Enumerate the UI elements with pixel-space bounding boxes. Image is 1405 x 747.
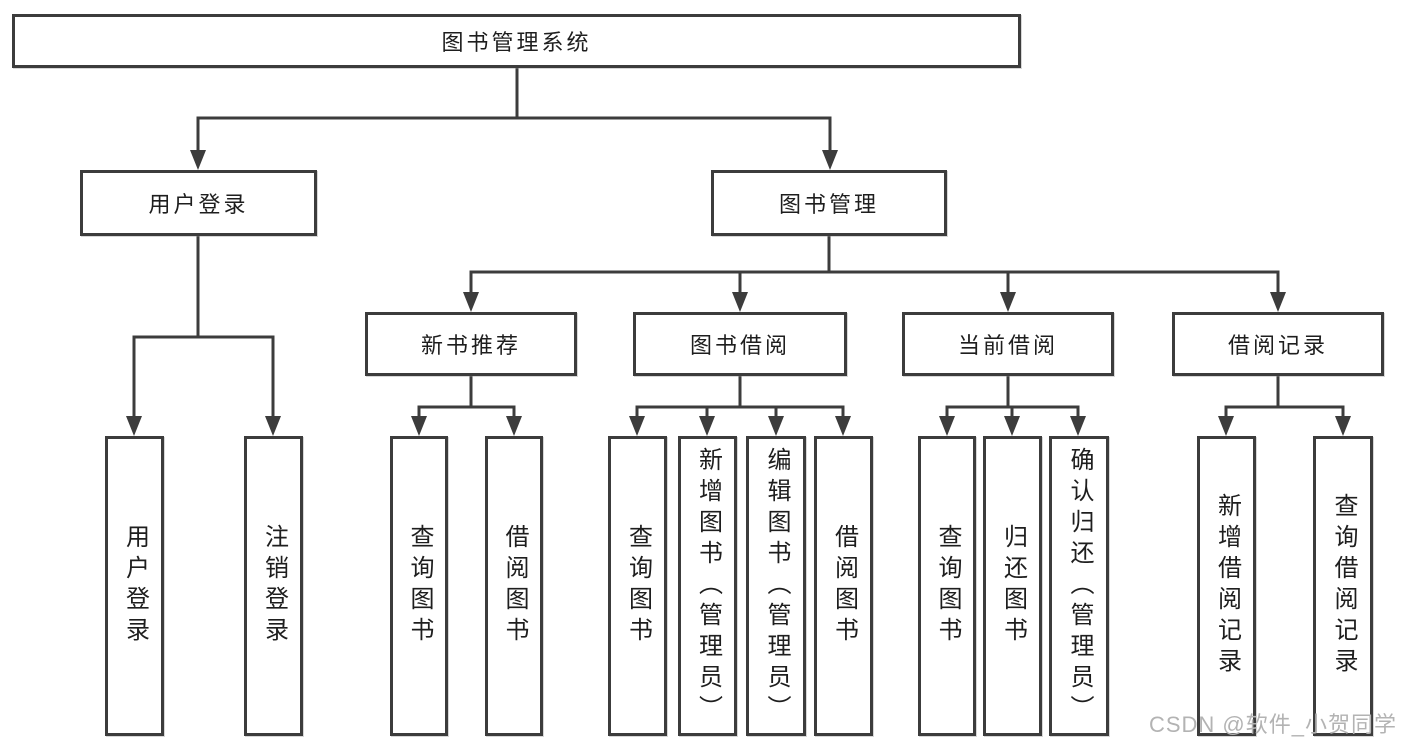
leaf-add-borrow-record-label: 新增借阅记录 xyxy=(1213,493,1241,679)
node-user-login: 用户登录 xyxy=(80,170,317,236)
node-new-book-recommend-label: 新书推荐 xyxy=(420,333,521,358)
leaf-add-borrow-record: 新增借阅记录 xyxy=(1197,436,1256,736)
node-new-book-recommend: 新书推荐 xyxy=(365,312,577,376)
leaf-confirm-return-admin: 确认归还（管理员） xyxy=(1049,436,1109,736)
node-book-borrow-label: 图书借阅 xyxy=(689,333,790,358)
leaf-borrow-query-books-label: 查询图书 xyxy=(624,524,652,648)
node-borrow-record: 借阅记录 xyxy=(1172,312,1384,376)
leaf-user-login: 用户登录 xyxy=(105,436,164,736)
node-book-borrow: 图书借阅 xyxy=(633,312,847,376)
leaf-add-books-admin: 新增图书（管理员） xyxy=(678,436,737,736)
leaf-recommend-borrow-books: 借阅图书 xyxy=(485,436,543,736)
leaf-confirm-return-admin-label: 确认归还（管理员） xyxy=(1066,446,1093,726)
leaf-edit-books-admin-label: 编辑图书（管理员） xyxy=(763,446,790,726)
connector-segments xyxy=(132,66,1345,420)
node-current-borrow-label: 当前借阅 xyxy=(957,333,1058,358)
leaf-current-query-books: 查询图书 xyxy=(918,436,976,736)
leaf-edit-books-admin: 编辑图书（管理员） xyxy=(746,436,806,736)
leaf-recommend-borrow-books-label: 借阅图书 xyxy=(501,524,528,648)
leaf-logout: 注销登录 xyxy=(244,436,303,736)
leaf-recommend-query-books: 查询图书 xyxy=(390,436,448,736)
leaf-add-books-admin-label: 新增图书（管理员） xyxy=(694,446,722,726)
leaf-borrow-books: 借阅图书 xyxy=(814,436,873,736)
leaf-query-borrow-record-label: 查询借阅记录 xyxy=(1330,493,1357,679)
leaf-recommend-query-books-label: 查询图书 xyxy=(406,524,433,648)
leaf-query-borrow-record: 查询借阅记录 xyxy=(1313,436,1373,736)
leaf-user-login-label: 用户登录 xyxy=(121,524,149,648)
node-current-borrow: 当前借阅 xyxy=(902,312,1114,376)
leaf-logout-label: 注销登录 xyxy=(260,524,288,648)
leaf-borrow-books-label: 借阅图书 xyxy=(830,524,858,648)
leaf-borrow-query-books: 查询图书 xyxy=(608,436,667,736)
arrowheads xyxy=(126,150,1351,436)
node-borrow-record-label: 借阅记录 xyxy=(1227,333,1328,358)
node-root: 图书管理系统 xyxy=(12,14,1021,68)
leaf-return-books-label: 归还图书 xyxy=(999,524,1027,648)
node-root-label: 图书管理系统 xyxy=(441,30,592,55)
node-book-management: 图书管理 xyxy=(711,170,947,236)
node-user-login-label: 用户登录 xyxy=(148,192,249,217)
leaf-current-query-books-label: 查询图书 xyxy=(934,524,961,648)
node-book-management-label: 图书管理 xyxy=(778,192,879,217)
leaf-return-books: 归还图书 xyxy=(983,436,1042,736)
